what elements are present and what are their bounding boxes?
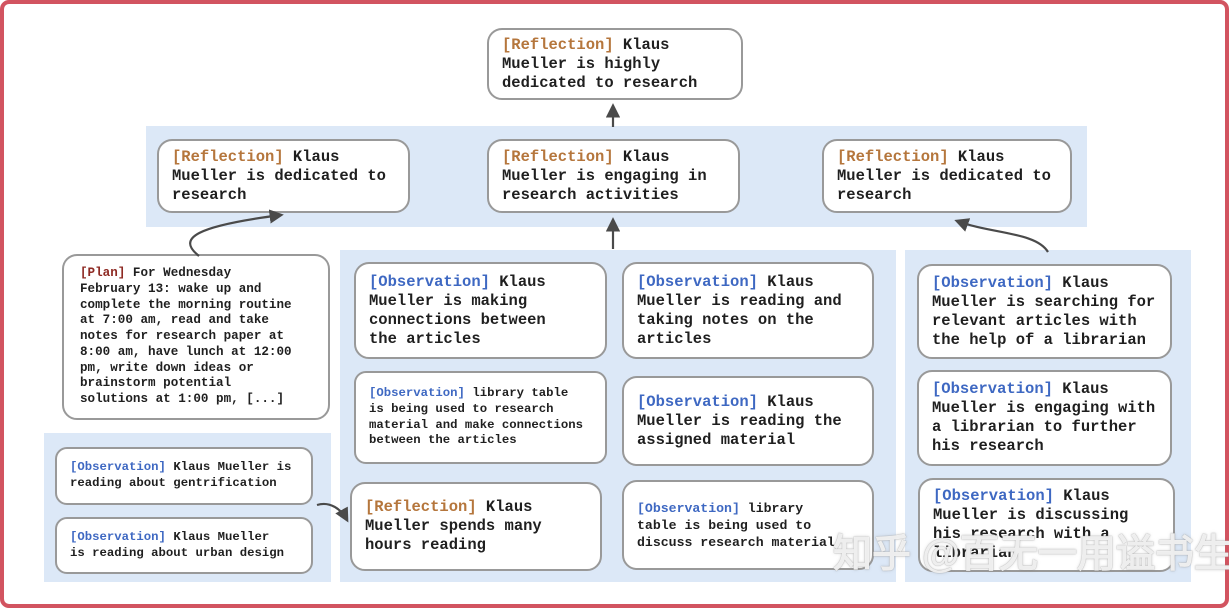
observation-tag: [Observation] xyxy=(369,386,465,401)
node-observation-taking-notes: [Observation] Klaus Mueller is reading a… xyxy=(622,262,874,359)
node-reflection-right: [Reflection] Klaus Mueller is dedicated … xyxy=(822,139,1072,213)
node-text: Klaus Mueller is engaging in research ac… xyxy=(502,147,707,204)
observation-tag: [Observation] xyxy=(637,500,740,516)
node-text: Klaus Mueller is dedicated to research xyxy=(172,147,386,204)
reflection-tag: [Reflection] xyxy=(365,498,477,516)
node-observation-discussing-research: [Observation] Klaus Mueller is discussin… xyxy=(918,478,1175,572)
observation-tag: [Observation] xyxy=(369,272,490,291)
node-text: Klaus Mueller is reading about urban des… xyxy=(70,529,285,560)
reflection-tag: [Reflection] xyxy=(502,35,614,54)
observation-tag: [Observation] xyxy=(933,487,1054,505)
observation-tag: [Observation] xyxy=(70,529,166,544)
node-observation-gentrification: [Observation] Klaus Mueller is reading a… xyxy=(55,447,313,505)
node-observation-library-discuss: [Observation] library table is being use… xyxy=(622,480,874,570)
node-text: Klaus Mueller is reading about gentrific… xyxy=(70,460,292,490)
node-text: For Wednesday February 13: wake up and c… xyxy=(80,265,292,407)
node-observation-library-research: [Observation] library table is being use… xyxy=(354,371,607,464)
node-observation-making-connections: [Observation] Klaus Mueller is making co… xyxy=(354,262,607,359)
node-observation-searching-articles: [Observation] Klaus Mueller is searching… xyxy=(917,264,1172,359)
node-plan-wednesday: [Plan] For Wednesday February 13: wake u… xyxy=(62,254,330,420)
plan-tag: [Plan] xyxy=(80,265,126,280)
node-text: library table is being used to discuss r… xyxy=(637,500,835,550)
node-text: Klaus Mueller is reading and taking note… xyxy=(637,272,842,348)
node-observation-assigned-material: [Observation] Klaus Mueller is reading t… xyxy=(622,376,874,466)
observation-tag: [Observation] xyxy=(932,273,1053,292)
node-text: Klaus Mueller is engaging with a librari… xyxy=(932,380,1156,455)
reflection-tag: [Reflection] xyxy=(837,147,949,166)
node-text: Klaus Mueller is discussing his research… xyxy=(933,487,1129,562)
observation-tag: [Observation] xyxy=(932,380,1053,398)
observation-tag: [Observation] xyxy=(637,272,758,291)
node-reflection-hours-reading: [Reflection] Klaus Mueller spends many h… xyxy=(350,482,602,571)
node-reflection-center: [Reflection] Klaus Mueller is engaging i… xyxy=(487,139,740,213)
node-text: Klaus Mueller spends many hours reading xyxy=(365,498,542,554)
node-text: library table is being used to research … xyxy=(369,386,584,448)
node-observation-urban-design: [Observation] Klaus Mueller is reading a… xyxy=(55,517,313,574)
node-text: Klaus Mueller is searching for relevant … xyxy=(932,273,1156,349)
observation-tag: [Observation] xyxy=(70,460,166,475)
node-text: Klaus Mueller is dedicated to research xyxy=(837,147,1051,204)
node-text: Klaus Mueller is highly dedicated to res… xyxy=(502,35,698,92)
observation-tag: [Observation] xyxy=(637,392,758,411)
reflection-tag: [Reflection] xyxy=(172,147,284,166)
reflection-tag: [Reflection] xyxy=(502,147,614,166)
node-reflection-left: [Reflection] Klaus Mueller is dedicated … xyxy=(157,139,410,213)
node-observation-engaging-librarian: [Observation] Klaus Mueller is engaging … xyxy=(917,370,1172,466)
node-text: Klaus Mueller is reading the assigned ma… xyxy=(637,392,842,449)
node-text: Klaus Mueller is making connections betw… xyxy=(369,272,546,348)
node-reflection-top: [Reflection] Klaus Mueller is highly ded… xyxy=(487,28,743,100)
